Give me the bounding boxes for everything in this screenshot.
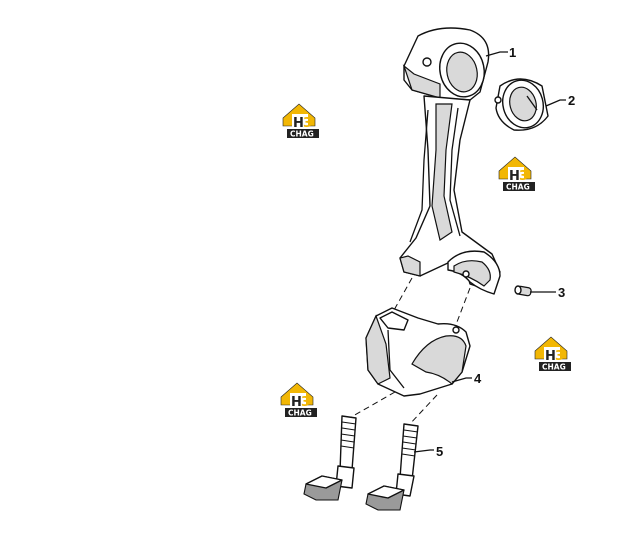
watermark-logo-2: H 3 CHAG [498, 156, 535, 192]
watermark-logo-3: H 3 CHAG [534, 336, 571, 372]
svg-text:CHAG: CHAG [288, 409, 312, 418]
svg-text:3: 3 [303, 116, 312, 131]
callout-3: 3 [558, 285, 565, 300]
callout-1: 1 [509, 45, 516, 60]
svg-text:CHAG: CHAG [506, 183, 530, 192]
watermark-text: CHAG [290, 130, 314, 139]
connecting-rod [399, 27, 501, 295]
callout-4: 4 [474, 371, 482, 386]
svg-text:H: H [293, 116, 304, 131]
svg-text:3: 3 [555, 349, 564, 364]
leader-lines [413, 51, 566, 453]
svg-text:H: H [291, 395, 302, 410]
callout-2: 2 [568, 93, 575, 108]
bushing [494, 78, 549, 131]
dowel-pin [514, 285, 532, 297]
callout-5: 5 [436, 444, 443, 459]
rod-bolt-left [303, 415, 357, 501]
watermark-logo-4: H 3 CHAG [280, 382, 317, 418]
svg-text:3: 3 [519, 169, 528, 184]
rod-cap [365, 307, 471, 397]
svg-text:CHAG: CHAG [542, 363, 566, 372]
rod-bolt-right [365, 423, 419, 511]
svg-text:H: H [545, 349, 556, 364]
svg-text:H: H [509, 169, 520, 184]
svg-text:3: 3 [301, 395, 310, 410]
watermark-logo-1: H 3 CHAG [282, 103, 319, 139]
